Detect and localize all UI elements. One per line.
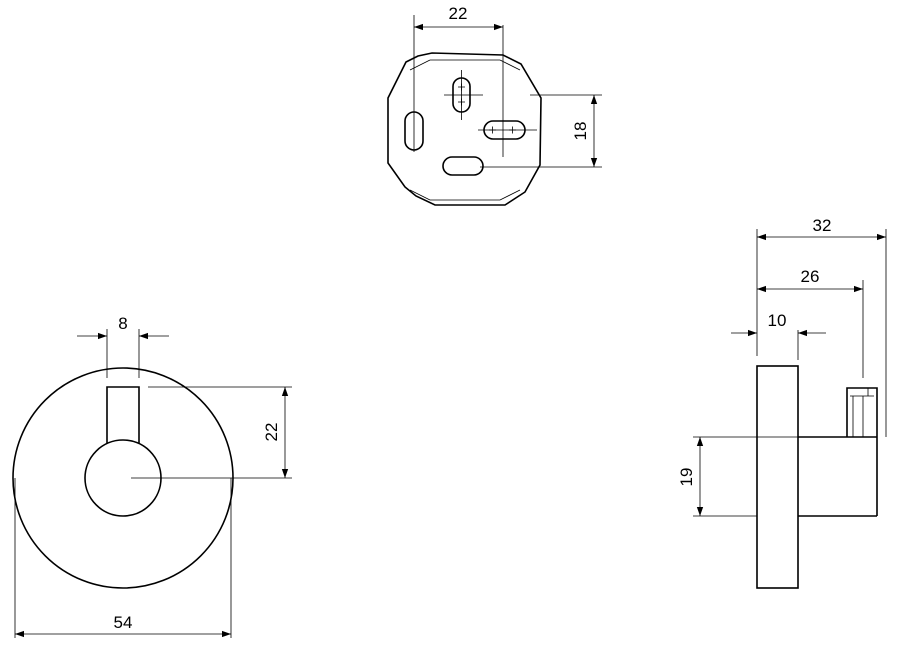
plus-marks bbox=[458, 83, 516, 134]
hook-tip-detail bbox=[850, 388, 874, 437]
slot-bottom bbox=[442, 156, 484, 176]
side-dimensions: 32 26 10 19 bbox=[677, 216, 886, 516]
top-dimensions: 22 18 bbox=[414, 4, 598, 167]
dim-slot-height: 22 bbox=[262, 423, 281, 442]
side-extension-lines bbox=[693, 229, 887, 517]
hook-tip-profile bbox=[846, 387, 878, 437]
dim-diameter: 54 bbox=[114, 613, 133, 632]
plate-top-view bbox=[387, 15, 602, 206]
dim-top-width: 22 bbox=[449, 4, 468, 23]
hook-front-view bbox=[12, 329, 292, 638]
dim-side-height: 19 bbox=[677, 468, 696, 487]
front-dimensions: 8 22 54 bbox=[15, 314, 289, 638]
dim-slot-width: 8 bbox=[118, 314, 127, 333]
plate-flange-lines bbox=[409, 59, 521, 201]
front-center-lines bbox=[14, 329, 292, 638]
base-plate-profile bbox=[756, 365, 799, 589]
plate-outline bbox=[387, 52, 542, 206]
plate-center-lines bbox=[413, 15, 602, 168]
dim-side-hook: 26 bbox=[801, 267, 820, 286]
hook-body-profile bbox=[798, 436, 878, 517]
hook-arm bbox=[106, 386, 140, 443]
dim-side-base: 10 bbox=[768, 311, 787, 330]
dim-side-total: 32 bbox=[813, 216, 832, 235]
dim-top-height: 18 bbox=[571, 122, 590, 141]
hook-side-view bbox=[693, 229, 887, 589]
